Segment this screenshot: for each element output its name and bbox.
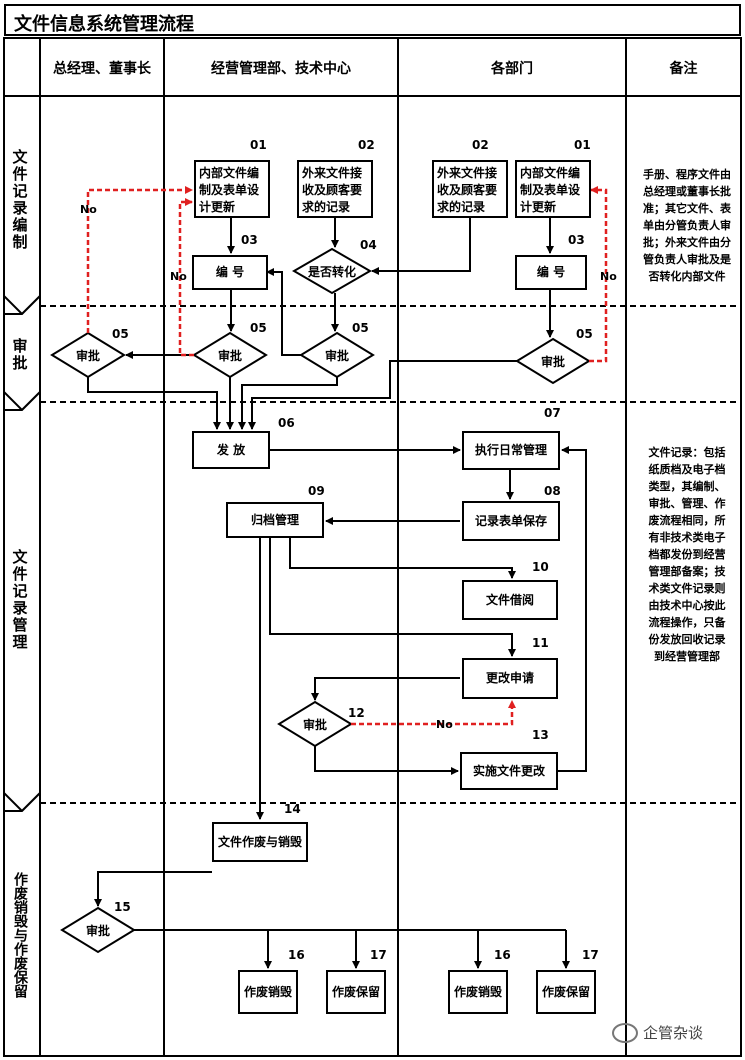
wechat-icon <box>612 1022 638 1043</box>
step-number: 03 <box>568 233 585 247</box>
step-number: 06 <box>278 416 295 430</box>
step-06-distribute[interactable]: 发 放 <box>192 431 270 469</box>
note-compile: 手册、程序文件由 总经理或董事长批 准；其它文件、表 单由分管负责人审 批；外来… <box>643 168 731 283</box>
step-number: 05 <box>112 327 129 341</box>
step-03-numbering-left[interactable]: 编 号 <box>192 255 268 290</box>
step-16-destroy-right[interactable]: 作废销毁 <box>448 970 508 1014</box>
step-14-obsolete-destroy[interactable]: 文件作废与销毁 <box>212 822 308 862</box>
step-01-internal-doc-right[interactable]: 内部文件编 制及表单设 计更新 <box>515 160 591 218</box>
step-02-external-doc-left[interactable]: 外来文件接 收及顾客要 求的记录 <box>297 160 373 218</box>
step-17-retain-left[interactable]: 作废保留 <box>326 970 386 1014</box>
step-number: 03 <box>241 233 258 247</box>
step-number: 12 <box>348 706 365 720</box>
step-number: 05 <box>352 321 369 335</box>
step-13-implement-change[interactable]: 实施文件更改 <box>460 752 558 790</box>
step-number: 17 <box>582 948 599 962</box>
step-08-record-storage[interactable]: 记录表单保存 <box>462 501 560 541</box>
step-number: 17 <box>370 948 387 962</box>
no-label: No <box>600 270 617 283</box>
decision-04-shape <box>292 247 372 295</box>
lane-label-compile: 文件记录编制 <box>10 149 29 251</box>
column-header-remarks: 备注 <box>669 61 698 77</box>
lane-label-manage: 文件记录管理 <box>10 549 29 651</box>
step-17-retain-right[interactable]: 作废保留 <box>536 970 596 1014</box>
step-number: 02 <box>358 138 375 152</box>
decision-shapes <box>50 247 591 954</box>
column-header-executives: 总经理、董事长 <box>53 61 151 77</box>
step-number: 13 <box>532 728 549 742</box>
title-bar: 文件信息系统管理流程 <box>4 4 741 36</box>
flow-arrows <box>87 218 587 969</box>
step-number: 11 <box>532 636 549 650</box>
step-number: 10 <box>532 560 549 574</box>
no-label: No <box>436 718 453 731</box>
step-number: 07 <box>544 406 561 420</box>
step-07-daily-management[interactable]: 执行日常管理 <box>462 431 560 470</box>
decision-15-shape <box>60 906 136 954</box>
step-09-archive[interactable]: 归档管理 <box>226 502 324 538</box>
step-16-destroy-left[interactable]: 作废销毁 <box>238 970 298 1014</box>
reject-arrows <box>86 186 608 726</box>
lane-markers <box>3 95 41 1057</box>
step-10-document-borrow[interactable]: 文件借阅 <box>462 580 558 620</box>
column-header-management: 经营管理部、技术中心 <box>211 61 351 77</box>
decision-05-approve-mgmt[interactable]: 审批 <box>217 349 242 363</box>
step-number: 01 <box>250 138 267 152</box>
page-title: 文件信息系统管理流程 <box>14 14 194 35</box>
step-number: 01 <box>574 138 591 152</box>
decision-05-approve-dept[interactable]: 审批 <box>540 355 565 369</box>
lane-label-obsolete: 作废销毁与作废保留 <box>12 872 28 998</box>
step-number: 02 <box>472 138 489 152</box>
step-number: 09 <box>308 484 325 498</box>
step-number: 15 <box>114 900 131 914</box>
step-number: 08 <box>544 484 561 498</box>
decision-15-approve-obsolete[interactable]: 审批 <box>85 924 110 938</box>
step-number: 16 <box>494 948 511 962</box>
column-header-departments: 各部门 <box>491 61 533 77</box>
lane-separators <box>40 305 741 804</box>
note-manage: 文件记录：包括 纸质档及电子档 类型，其编制、 审批、管理、作 废流程相同，所 … <box>648 446 726 663</box>
decision-04-convert[interactable]: 是否转化 <box>307 265 356 279</box>
step-11-change-request[interactable]: 更改申请 <box>462 658 558 699</box>
watermark-text: 企管杂谈 <box>643 1024 704 1042</box>
no-label: No <box>170 270 187 283</box>
decision-05-approve-exec[interactable]: 审批 <box>75 349 100 363</box>
step-number: 14 <box>284 802 301 816</box>
lane-label-approve: 审批 <box>10 338 29 372</box>
decision-12-approve-change[interactable]: 审批 <box>302 718 327 732</box>
watermark: 企管杂谈 <box>612 1022 703 1043</box>
step-02-external-doc-right[interactable]: 外来文件接 收及顾客要 求的记录 <box>432 160 508 218</box>
step-number: 05 <box>576 327 593 341</box>
step-01-internal-doc-left[interactable]: 内部文件编 制及表单设 计更新 <box>194 160 270 218</box>
decision-05d-shape <box>515 337 591 385</box>
no-label: No <box>80 203 97 216</box>
step-number: 04 <box>360 238 377 252</box>
decision-05-approve-external[interactable]: 审批 <box>324 349 349 363</box>
step-number: 05 <box>250 321 267 335</box>
step-03-numbering-right[interactable]: 编 号 <box>515 255 587 290</box>
step-number: 16 <box>288 948 305 962</box>
